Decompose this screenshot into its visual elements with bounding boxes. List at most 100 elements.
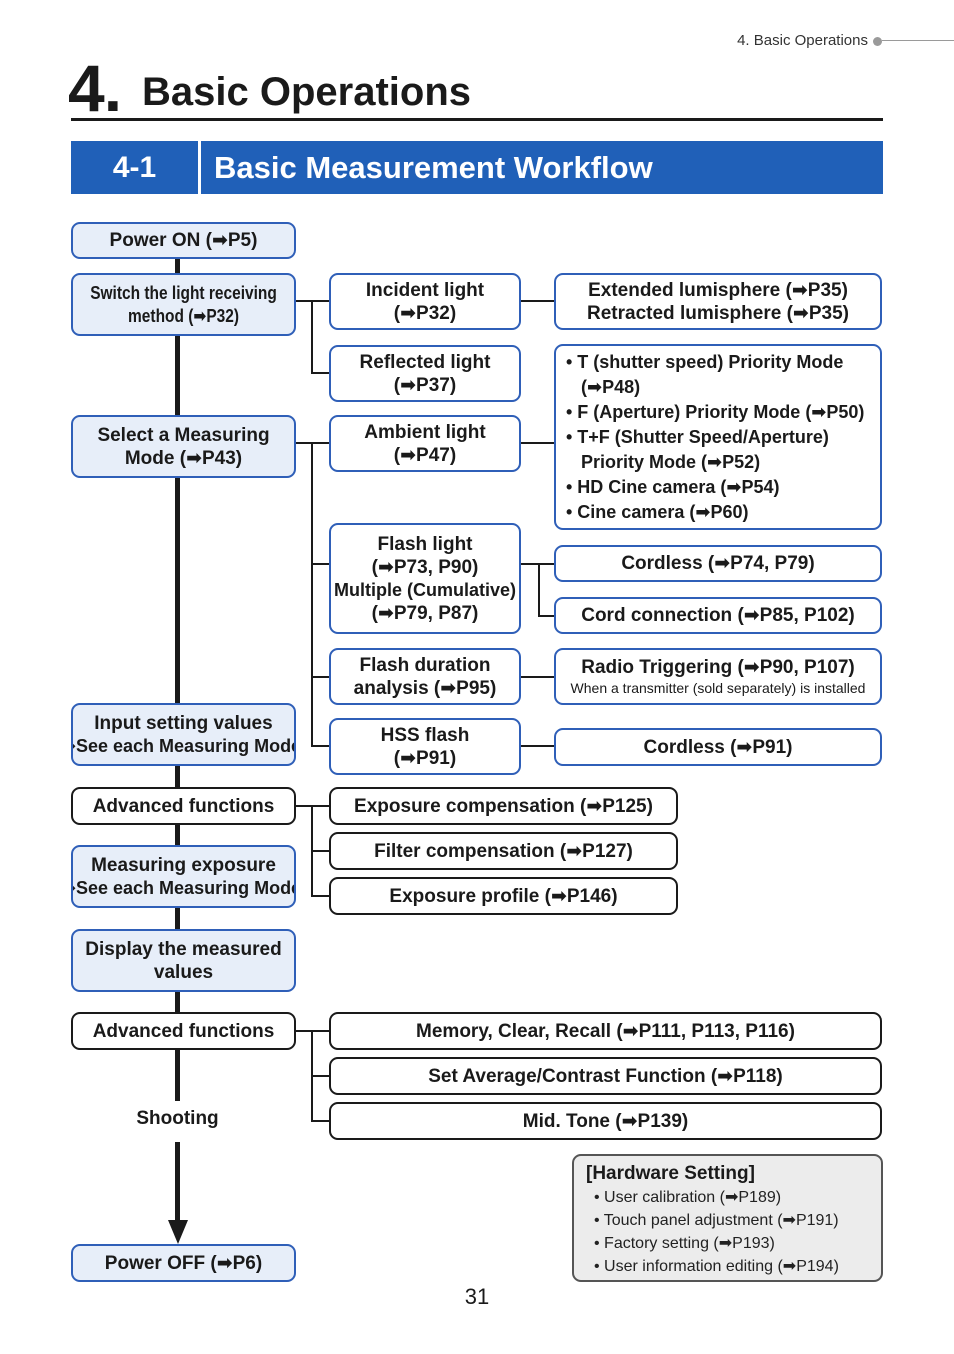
running-header: 4. Basic Operations <box>737 32 868 49</box>
chapter-title: Basic Operations <box>142 70 472 114</box>
priority-mode-item: • T (shutter speed) Priority Mode <box>566 351 844 372</box>
select-mode-line-2: Mode (➡P43) <box>124 447 243 469</box>
reflected-light-box: Reflected light (➡P37) <box>329 345 521 402</box>
flash-duration-line-2: analysis (➡P95) <box>353 677 497 699</box>
connector-line <box>311 745 330 747</box>
input-values-step: Input setting values (➡See each Measurin… <box>71 703 296 766</box>
radio-triggering-note: When a transmitter (sold separately) is … <box>570 680 866 696</box>
reflected-light-line-1: Reflected light <box>359 351 491 373</box>
connector-line <box>520 745 555 747</box>
cord-connection-box: Cord connection (➡P85, P102) <box>554 597 882 634</box>
connector-line <box>520 676 555 678</box>
power-off-label: Power OFF (➡P6) <box>104 1252 263 1274</box>
trunk-segment <box>175 824 180 847</box>
input-values-line-2: (➡See each Measuring Mode.) <box>73 735 294 756</box>
connector-line <box>311 1120 330 1122</box>
connector-line <box>311 850 330 852</box>
power-on-label: Power ON (➡P5) <box>109 230 258 251</box>
trunk-segment <box>175 1142 180 1222</box>
filter-compensation-label: Filter compensation (➡P127) <box>374 840 633 862</box>
trunk-segment <box>175 991 180 1014</box>
header-dot <box>873 37 882 46</box>
connector-line <box>520 300 555 302</box>
lumisphere-extended: Extended lumisphere (➡P35) <box>588 279 848 301</box>
trunk-segment <box>175 257 180 274</box>
lumisphere-retracted: Retracted lumisphere (➡P35) <box>587 302 849 324</box>
cord-connection-label: Cord connection (➡P85, P102) <box>581 605 855 626</box>
radio-triggering-label: Radio Triggering (➡P90, P107) <box>581 657 855 678</box>
trunk-segment <box>175 335 180 416</box>
arrowhead-icon <box>168 1220 188 1244</box>
lumisphere-box: Extended lumisphere (➡P35) Retracted lum… <box>554 273 882 330</box>
section-number: 4-1 <box>112 151 157 184</box>
hardware-setting-item: • User information editing (➡P194) <box>594 1258 839 1275</box>
incident-light-box: Incident light (➡P32) <box>329 273 521 330</box>
priority-mode-item: (➡P48) <box>566 376 641 397</box>
connector-line <box>311 895 330 897</box>
section-banner <box>71 141 883 194</box>
advanced-functions-step-1: Advanced functions <box>71 787 296 825</box>
measuring-exposure-step: Measuring exposure (➡See each Measuring … <box>71 845 296 908</box>
mid-tone-label: Mid. Tone (➡P139) <box>522 1110 689 1132</box>
connector-line <box>538 615 555 617</box>
reflected-light-line-2: (➡P37) <box>393 374 457 396</box>
priority-modes-box: • T (shutter speed) Priority Mode (➡P48)… <box>554 344 882 530</box>
ambient-light-box: Ambient light (➡P47) <box>329 415 521 472</box>
hss-flash-line-1: HSS flash <box>380 724 470 746</box>
exposure-compensation-label: Exposure compensation (➡P125) <box>354 795 653 817</box>
hss-flash-box: HSS flash (➡P91) <box>329 718 521 775</box>
hardware-setting-title: [Hardware Setting] <box>586 1163 755 1184</box>
connector-line <box>520 442 555 444</box>
hss-cordless-label: Cordless (➡P91) <box>643 736 793 758</box>
trunk-segment <box>175 766 180 788</box>
measuring-exposure-line-1: Measuring exposure <box>91 854 276 876</box>
cordless-box: Cordless (➡P74, P79) <box>554 545 882 582</box>
flash-light-line-4: (➡P79, P87) <box>371 602 479 624</box>
memory-clear-recall-box: Memory, Clear, Recall (➡P111, P113, P116… <box>329 1012 882 1050</box>
hss-cordless-box: Cordless (➡P91) <box>554 728 882 766</box>
flash-light-box: Flash light (➡P73, P90) Multiple (Cumula… <box>329 523 521 634</box>
advanced-functions-step-2: Advanced functions <box>71 1012 296 1050</box>
connector-line <box>311 300 330 302</box>
priority-mode-item: Priority Mode (➡P52) <box>566 451 761 472</box>
advanced-functions-label: Advanced functions <box>92 1020 275 1042</box>
hardware-setting-box: [Hardware Setting] • User calibration (➡… <box>572 1154 883 1282</box>
connector-line <box>311 300 313 373</box>
flash-light-line-2: (➡P73, P90) <box>371 556 479 578</box>
average-contrast-box: Set Average/Contrast Function (➡P118) <box>329 1057 882 1095</box>
connector-line <box>295 300 312 302</box>
exposure-profile-label: Exposure profile (➡P146) <box>389 885 618 907</box>
chapter-number: 4. <box>68 51 122 125</box>
switch-method-step: Switch the light receiving method (➡P32) <box>71 273 296 336</box>
trunk-segment <box>175 907 180 930</box>
connector-line <box>311 372 330 374</box>
trunk-segment <box>175 477 180 705</box>
measuring-exposure-line-2: (➡See each Measuring Mode.) <box>73 877 294 898</box>
power-off-step: Power OFF (➡P6) <box>71 1244 296 1282</box>
connector-line <box>311 676 330 678</box>
display-values-line-2: values <box>153 961 214 983</box>
ambient-light-line-1: Ambient light <box>364 421 486 443</box>
radio-triggering-box: Radio Triggering (➡P90, P107) When a tra… <box>554 648 882 705</box>
flash-light-line-1: Flash light <box>377 533 473 555</box>
connector-line <box>311 1075 330 1077</box>
exposure-compensation-box: Exposure compensation (➡P125) <box>329 787 678 825</box>
average-contrast-label: Set Average/Contrast Function (➡P118) <box>428 1065 783 1087</box>
hardware-setting-item: • Factory setting (➡P193) <box>594 1235 775 1252</box>
hss-flash-line-2: (➡P91) <box>393 747 457 769</box>
display-values-line-1: Display the measured <box>85 938 282 960</box>
connector-line <box>520 563 555 565</box>
chapter-rule <box>71 118 883 121</box>
priority-mode-item: • F (Aperture) Priority Mode (➡P50) <box>566 401 865 422</box>
power-on-step: Power ON (➡P5) <box>71 222 296 259</box>
switch-method-line-1: Switch the light receiving <box>90 282 277 303</box>
input-values-line-1: Input setting values <box>94 712 273 734</box>
shooting-label: Shooting <box>136 1108 219 1129</box>
select-mode-line-1: Select a Measuring <box>97 424 270 446</box>
connector-line <box>311 442 313 746</box>
memory-clear-recall-label: Memory, Clear, Recall (➡P111, P113, P116… <box>416 1020 795 1042</box>
connector-line <box>311 563 330 565</box>
connector-line <box>538 563 540 617</box>
hardware-setting-item: • User calibration (➡P189) <box>594 1189 782 1206</box>
flash-duration-line-1: Flash duration <box>359 654 491 676</box>
